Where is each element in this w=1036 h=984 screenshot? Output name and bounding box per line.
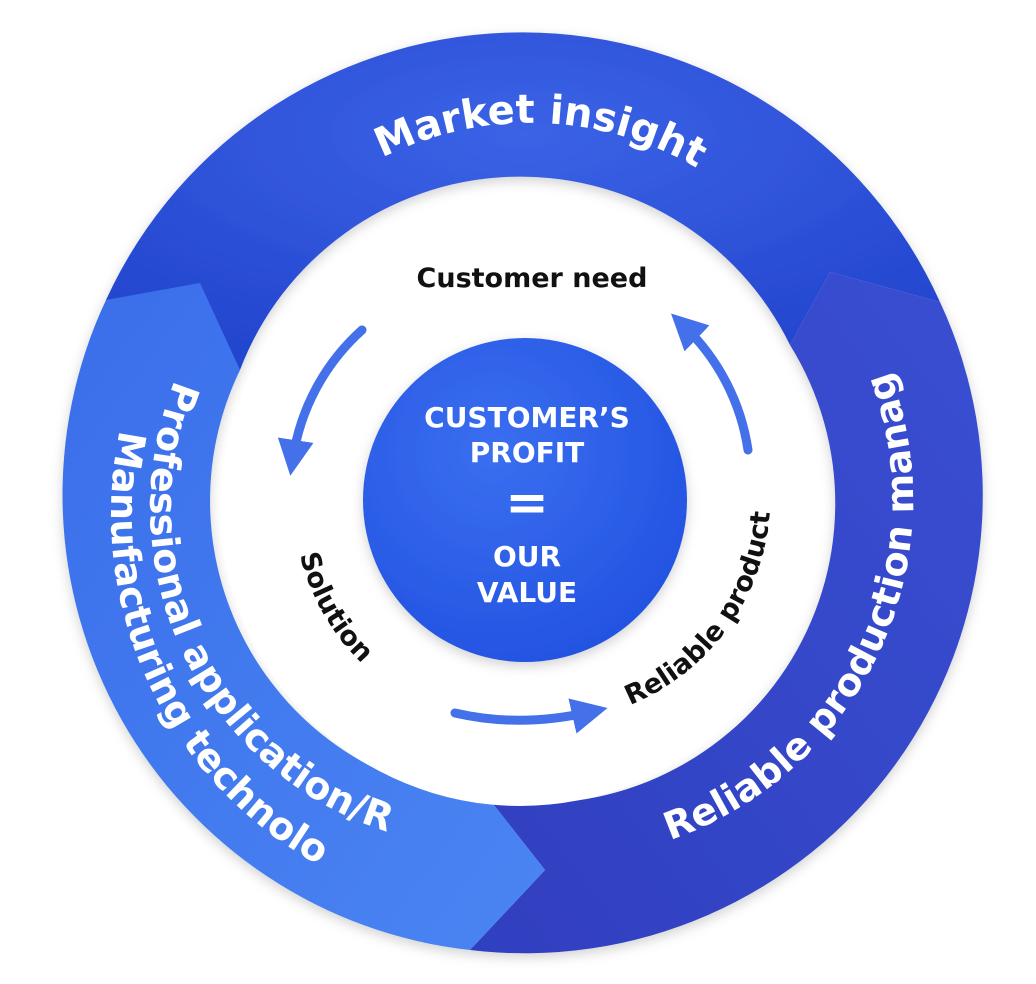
- center-equals-sign: =: [505, 473, 549, 533]
- outer-segment-top: [106, 32, 940, 371]
- center-circle: [363, 338, 687, 662]
- inner-label-top: Customer need: [417, 263, 648, 294]
- outer-segment-left: [62, 283, 546, 950]
- center-text-line3: OUR: [493, 540, 561, 573]
- cycle-arrow-right: [671, 313, 753, 455]
- center-text-line1: CUSTOMER’S: [424, 401, 630, 434]
- cycle-arrow-left: [277, 325, 367, 476]
- center-text-line2: PROFIT: [470, 436, 585, 469]
- outer-segment-right: [470, 272, 983, 954]
- center-text-line4: VALUE: [477, 576, 577, 609]
- cycle-arrow-bottom: [450, 698, 608, 734]
